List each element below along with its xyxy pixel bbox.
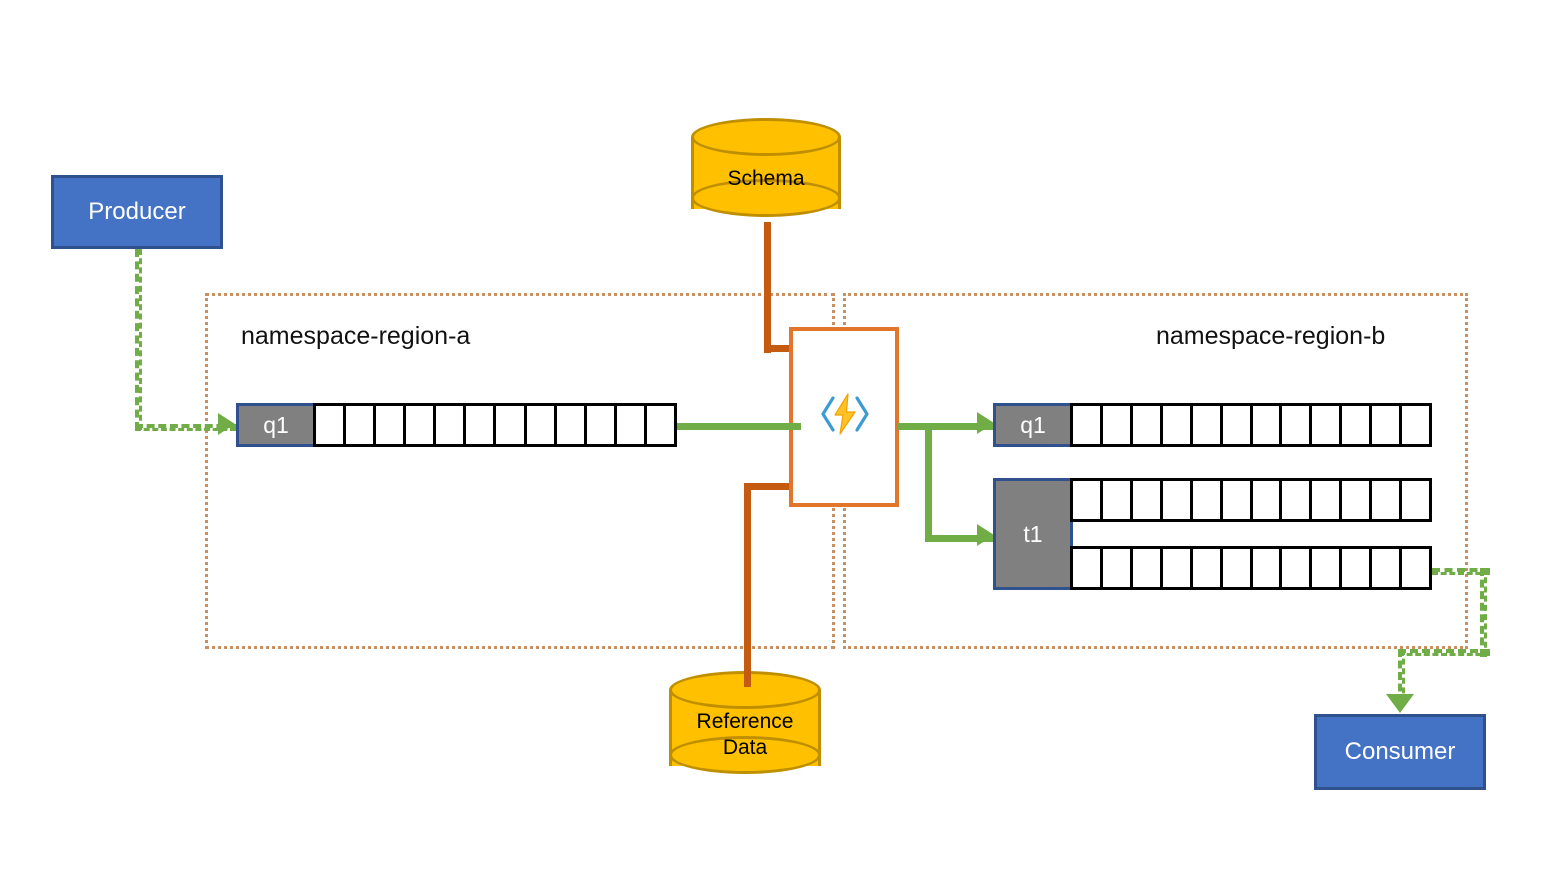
topic-cell [1129, 478, 1163, 522]
topic-label-t1-region-b[interactable]: t1 [993, 478, 1073, 590]
topic-cell [1309, 546, 1343, 590]
topic-cell [1189, 546, 1223, 590]
queue-cell [373, 403, 407, 447]
consumer-box[interactable]: Consumer [1314, 714, 1486, 790]
topic-cell [1070, 546, 1103, 590]
topic-cell [1249, 546, 1283, 590]
topic-label-t1-region-b-text: t1 [1023, 520, 1043, 547]
topic-cell [1159, 478, 1193, 522]
queue-cell [1399, 403, 1433, 447]
queue-cell [1099, 403, 1133, 447]
reference-data-label: Reference Data [669, 709, 821, 762]
queue-cell [1339, 403, 1373, 447]
flow-producer-arrowhead [218, 413, 235, 435]
topic-cell [1099, 478, 1133, 522]
queue-cell [1279, 403, 1313, 447]
topic-cell [1309, 478, 1343, 522]
topic-cell [1189, 478, 1223, 522]
topic-cell [1339, 546, 1373, 590]
topic-cell [1159, 546, 1193, 590]
topic-cell [1279, 478, 1313, 522]
queue-cell [1249, 403, 1283, 447]
schema-cylinder[interactable]: Schema [691, 118, 841, 228]
flow-function-to-t1b-vertical [925, 423, 932, 541]
queue-cells-q1-region-a [313, 403, 677, 447]
flow-function-to-t1b-arrowhead [977, 524, 994, 546]
topic-cell [1369, 546, 1403, 590]
flow-consumer-arrowhead [1386, 694, 1414, 713]
queue-cell [463, 403, 497, 447]
flow-reference-vertical-1 [744, 483, 751, 687]
queue-label-q1-region-b[interactable]: q1 [993, 403, 1073, 447]
reference-data-label-line1: Reference [696, 710, 794, 733]
topic-cell [1279, 546, 1313, 590]
namespace-label-region-b: namespace-region-b [1156, 322, 1386, 350]
queue-cell [313, 403, 347, 447]
queue-cell [403, 403, 437, 447]
queue-cell [1219, 403, 1253, 447]
flow-consumer-vertical-1 [1480, 568, 1487, 657]
queue-label-q1-region-b-text: q1 [1020, 411, 1046, 438]
topic-cells-t1-subscription-2 [1070, 546, 1433, 590]
flow-consumer-horizontal-2 [1398, 649, 1490, 656]
topic-cell [1070, 478, 1103, 522]
queue-cells-q1-region-b [1070, 403, 1433, 447]
queue-label-q1-region-a-text: q1 [263, 411, 289, 438]
queue-cell [433, 403, 467, 447]
queue-cell [493, 403, 527, 447]
reference-data-cylinder-bottom [669, 736, 821, 774]
queue-cell [343, 403, 377, 447]
topic-cells-t1-subscription-1 [1070, 478, 1433, 522]
topic-cell [1399, 478, 1433, 522]
queue-cell [1159, 403, 1193, 447]
producer-box[interactable]: Producer [51, 175, 223, 249]
topic-cell [1339, 478, 1373, 522]
topic-cell [1219, 478, 1253, 522]
topic-cell [1369, 478, 1403, 522]
topic-cell [1399, 546, 1433, 590]
queue-cell [613, 403, 647, 447]
reference-data-cylinder[interactable]: Reference Data [669, 671, 821, 785]
schema-label: Schema [727, 167, 805, 190]
queue-cell [1309, 403, 1343, 447]
namespace-label-region-a: namespace-region-a [241, 322, 471, 350]
flow-schema-vertical-1 [764, 222, 771, 353]
schema-cylinder-bottom [691, 179, 841, 217]
queue-cell [583, 403, 617, 447]
queue-cell [1369, 403, 1403, 447]
queue-cell [1129, 403, 1163, 447]
azure-function-lightning-icon [818, 392, 872, 436]
queue-cell [523, 403, 557, 447]
topic-cell [1129, 546, 1163, 590]
queue-cell [1070, 403, 1103, 447]
queue-label-q1-region-a[interactable]: q1 [236, 403, 316, 447]
flow-producer-vertical [135, 249, 142, 430]
flow-q1a-to-function [677, 423, 801, 430]
flow-consumer-horizontal-1 [1432, 568, 1490, 575]
consumer-label: Consumer [1344, 738, 1456, 765]
producer-label: Producer [88, 198, 186, 225]
topic-cell [1219, 546, 1253, 590]
queue-cell [643, 403, 677, 447]
topic-cell [1249, 478, 1283, 522]
schema-cylinder-top [691, 118, 841, 156]
queue-cell [553, 403, 587, 447]
reference-data-label-line2: Data [722, 736, 768, 760]
flow-function-to-q1b-arrowhead [977, 412, 994, 434]
queue-cell [1189, 403, 1223, 447]
topic-cell [1099, 546, 1133, 590]
